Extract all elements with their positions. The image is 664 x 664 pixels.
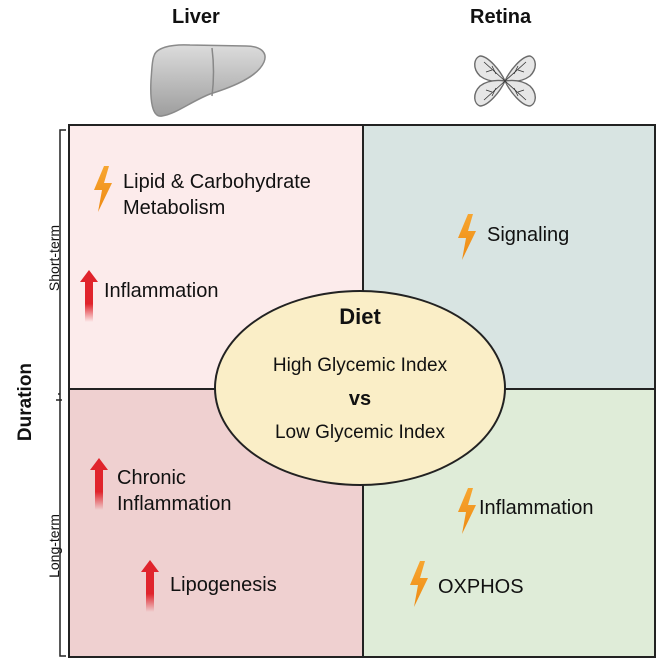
liver-column-title: Liver	[172, 6, 220, 28]
chronic-inflammation-label-line1: Chronic	[117, 467, 186, 489]
lightning-bolt-icon	[410, 561, 428, 607]
duration-axis-label: Duration	[15, 362, 36, 442]
up-arrow-icon	[141, 560, 159, 612]
lipid-carb-label-line2: Metabolism	[123, 197, 226, 219]
liver-short-inflammation-label: Inflammation	[104, 280, 219, 302]
diet-title: Diet	[339, 304, 381, 329]
oxphos-label: OXPHOS	[438, 576, 524, 598]
lipid-carb-label-line1: Lipid & Carbohydrate	[123, 171, 311, 193]
high-glycemic-index-label: High Glycemic Index	[272, 355, 448, 376]
chronic-inflammation-label-line2: Inflammation	[117, 493, 232, 515]
lipogenesis-label: Lipogenesis	[170, 574, 277, 596]
duration-bracket	[56, 129, 66, 657]
long-term-label: Long-term	[46, 514, 62, 578]
lightning-bolt-icon	[94, 166, 112, 212]
diet-center-ellipse	[214, 290, 506, 486]
up-arrow-icon	[90, 458, 108, 510]
retina-column-title: Retina	[470, 6, 532, 28]
versus-label: vs	[348, 388, 372, 410]
signaling-label: Signaling	[487, 224, 570, 246]
lightning-bolt-icon	[458, 488, 476, 534]
low-glycemic-index-label: Low Glycemic Index	[274, 422, 445, 443]
up-arrow-icon	[80, 270, 98, 322]
lightning-bolt-icon	[458, 214, 476, 260]
retina-icon	[474, 55, 536, 107]
liver-icon	[150, 44, 266, 117]
short-term-label: Short-term	[46, 224, 62, 292]
retina-long-inflammation-label: Inflammation	[479, 497, 594, 519]
